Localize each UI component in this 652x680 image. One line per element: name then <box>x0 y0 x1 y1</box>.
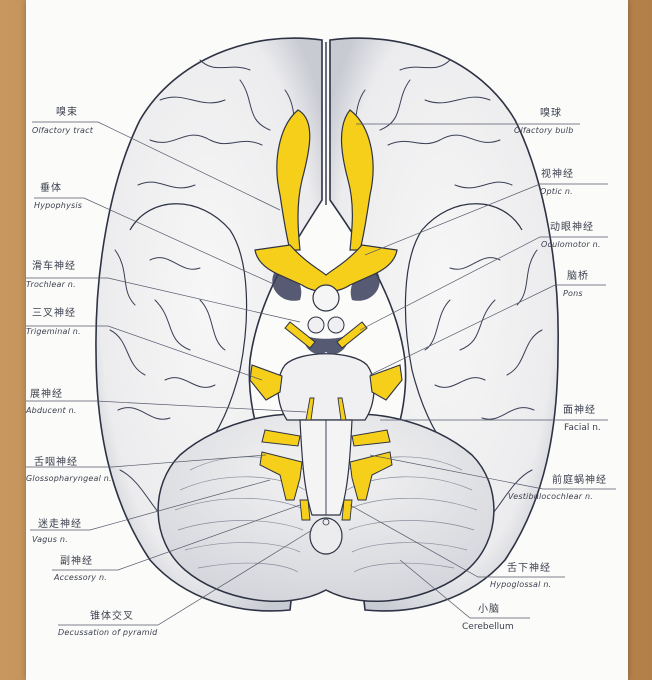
label-hypophysis-en: Hypophysis <box>34 201 83 210</box>
label-olfactory-tract-cn: 嗅束 <box>56 107 78 118</box>
facial-right <box>351 429 391 447</box>
label-olfactory-tract-en: Olfactory tract <box>32 126 94 135</box>
label-accessory-en: Accessory n. <box>54 573 108 582</box>
label-decussation-cn: 锥体交叉 <box>90 611 134 622</box>
label-trochlear-en: Trochlear n. <box>26 280 76 289</box>
label-facial-en: Facial n. <box>564 423 601 433</box>
vagus-left <box>259 451 303 501</box>
label-oculomotor-en: Oculomotor n. <box>541 240 601 249</box>
abducent-left <box>305 397 315 421</box>
facial-left <box>261 429 301 447</box>
label-facial-cn: 面神经 <box>563 405 596 416</box>
olfactory-left <box>276 109 311 251</box>
trigeminal-right <box>369 364 403 401</box>
gyri <box>109 59 543 521</box>
label-accessory-cn: 副神经 <box>60 556 93 567</box>
hypophysis <box>307 284 345 334</box>
label-optic-en: Optic n. <box>540 187 573 196</box>
label-hypoglossal-en: Hypoglossal n. <box>490 580 552 589</box>
label-optic-cn: 视神经 <box>541 169 574 180</box>
trigeminal-left <box>249 364 283 401</box>
label-abducent-cn: 展神经 <box>30 389 63 400</box>
abducent-right <box>337 397 347 421</box>
hypoglossal-left <box>299 499 311 521</box>
olfactory-right <box>340 109 374 251</box>
label-pons-cn: 脑桥 <box>567 271 589 282</box>
label-glossopharyngeal-en: Glossopharyngeal n. <box>26 474 112 483</box>
label-hypoglossal-cn: 舌下神经 <box>507 563 551 574</box>
label-trigeminal-cn: 三叉神经 <box>32 308 76 319</box>
label-trigeminal-en: Trigeminal n. <box>26 327 81 336</box>
optic-chiasm <box>254 244 398 293</box>
label-decussation-en: Decussation of pyramid <box>58 628 158 637</box>
pons <box>277 353 375 421</box>
nerves <box>249 109 403 521</box>
label-hypophysis-cn: 垂体 <box>40 183 62 194</box>
label-cerebellum-cn: 小脑 <box>478 604 500 615</box>
label-abducent-en: Abducent n. <box>26 406 77 415</box>
label-oculomotor-cn: 动眼神经 <box>550 222 594 233</box>
label-vestibulocochlear-cn: 前庭蜗神经 <box>552 475 607 486</box>
label-vagus-cn: 迷走神经 <box>38 519 82 530</box>
oculomotor-left <box>284 321 316 349</box>
label-olfactory-bulb-cn: 嗅球 <box>540 108 562 119</box>
leader-lines <box>26 121 616 626</box>
label-vestibulocochlear-en: Vestibulocochlear n. <box>508 492 593 501</box>
label-olfactory-bulb-en: Olfactory bulb <box>514 126 574 135</box>
vagus-right <box>349 451 393 501</box>
oculomotor-right <box>336 321 368 349</box>
hypoglossal-right <box>341 499 353 521</box>
label-cerebellum-en: Cerebellum <box>462 622 514 632</box>
label-trochlear-cn: 滑车神经 <box>32 261 76 272</box>
label-vagus-en: Vagus n. <box>32 535 68 544</box>
brainstem <box>277 353 375 555</box>
label-pons-en: Pons <box>563 289 583 298</box>
label-glossopharyngeal-cn: 舌咽神经 <box>34 457 78 468</box>
